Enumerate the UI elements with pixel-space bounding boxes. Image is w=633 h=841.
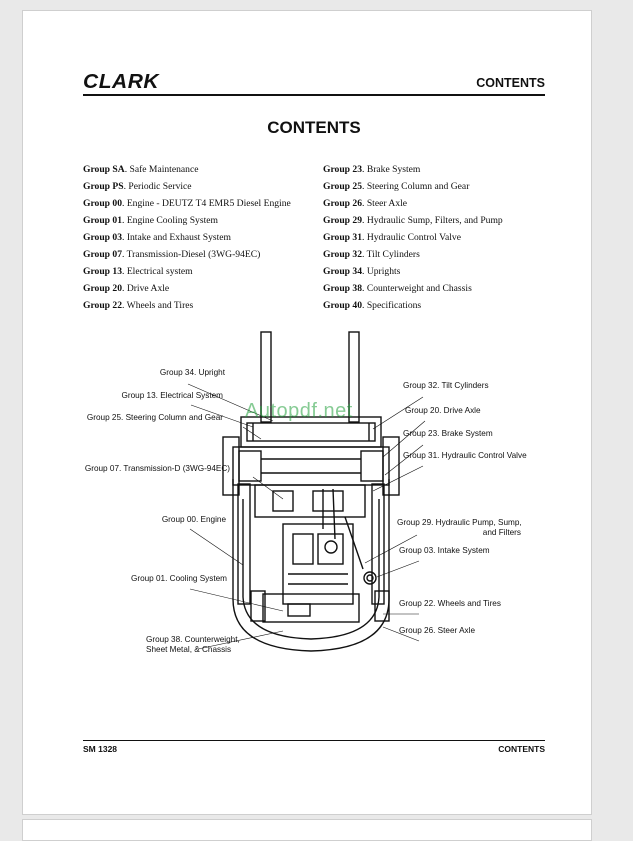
manual-page: CLARK CONTENTS CONTENTS Group SA. Safe M… bbox=[22, 10, 592, 815]
toc-item[interactable]: Group SA. Safe Maintenance bbox=[83, 164, 199, 175]
forklift-diagram bbox=[83, 329, 563, 669]
next-page-edge bbox=[22, 819, 592, 841]
toc-item[interactable]: Group 07. Transmission-Diesel (3WG-94EC) bbox=[83, 249, 261, 260]
label-counterweight-line2: Sheet Metal, & Chassis bbox=[146, 645, 232, 654]
label-brake-system: Group 23. Brake System bbox=[403, 429, 493, 438]
toc-right-column: Group 23. Brake System Group 25. Steerin… bbox=[323, 161, 553, 314]
label-upright: Group 34. Upright bbox=[159, 368, 225, 377]
transmission bbox=[254, 484, 366, 518]
label-transmission: Group 07. Transmission-D (3WG-94EC) bbox=[84, 464, 230, 473]
toc-item[interactable]: Group PS. Periodic Service bbox=[83, 181, 192, 192]
right-fork bbox=[348, 331, 360, 423]
rear-left-wheel bbox=[250, 590, 266, 622]
toc-item[interactable]: Group 03. Intake and Exhaust System bbox=[83, 232, 231, 243]
toc-item[interactable]: Group 26. Steer Axle bbox=[323, 198, 408, 209]
watermark: Autopdf.net bbox=[245, 400, 353, 422]
rear-right-wheel bbox=[374, 590, 390, 622]
toc-item[interactable]: Group 23. Brake System bbox=[323, 164, 421, 175]
label-tilt-cylinders: Group 32. Tilt Cylinders bbox=[403, 381, 489, 390]
footer-manual-number: SM 1328 bbox=[83, 744, 118, 754]
header-section-title: CONTENTS bbox=[476, 76, 545, 90]
clark-logo: CLARK bbox=[83, 71, 160, 93]
toc-item[interactable]: Group 31. Hydraulic Control Valve bbox=[323, 232, 461, 243]
engine bbox=[282, 523, 354, 605]
label-engine: Group 00. Engine bbox=[161, 515, 226, 524]
counterweight bbox=[262, 593, 360, 623]
left-fork bbox=[260, 331, 272, 423]
label-cooling-system: Group 01. Cooling System bbox=[130, 574, 227, 583]
label-intake-system: Group 03. Intake System bbox=[399, 546, 490, 555]
label-hydraulic-pump-line1: Group 29. Hydraulic Pump, Sump, bbox=[397, 518, 522, 527]
label-wheels-tires: Group 22. Wheels and Tires bbox=[399, 599, 501, 608]
front-left-wheel bbox=[222, 436, 240, 496]
toc-item[interactable]: Group 20. Drive Axle bbox=[83, 283, 170, 294]
toc-item[interactable]: Group 38. Counterweight and Chassis bbox=[323, 283, 472, 294]
toc-item[interactable]: Group 01. Engine Cooling System bbox=[83, 215, 218, 226]
toc-item[interactable]: Group 40. Specifications bbox=[323, 300, 422, 311]
toc-item[interactable]: Group 00. Engine - DEUTZ T4 EMR5 Diesel … bbox=[83, 198, 291, 209]
label-steer-axle: Group 26. Steer Axle bbox=[399, 626, 476, 635]
forklift-top-view-drawing bbox=[187, 331, 426, 652]
toc-item[interactable]: Group 25. Steering Column and Gear bbox=[323, 181, 470, 192]
label-hydraulic-pump-line2: and Filters bbox=[482, 528, 521, 537]
toc-item[interactable]: Group 13. Electrical system bbox=[83, 266, 193, 277]
page-title: CONTENTS bbox=[267, 118, 361, 137]
toc-item[interactable]: Group 22. Wheels and Tires bbox=[83, 300, 194, 311]
front-right-wheel bbox=[382, 436, 400, 496]
label-counterweight-line1: Group 38. Counterweight, bbox=[146, 635, 240, 644]
label-drive-axle: Group 20. Drive Axle bbox=[405, 406, 481, 415]
label-hydraulic-pump: Group 29. Hydraulic Pump, Sump, and Filt… bbox=[397, 518, 522, 538]
toc-left-column: Group SA. Safe Maintenance Group PS. Per… bbox=[83, 161, 318, 314]
footer-rule bbox=[83, 740, 545, 741]
leader-lines bbox=[187, 383, 426, 650]
toc-item[interactable]: Group 32. Tilt Cylinders bbox=[323, 249, 420, 260]
label-electrical-system: Group 13. Electrical System bbox=[121, 391, 223, 400]
label-counterweight: Group 38. Counterweight, Sheet Metal, & … bbox=[146, 635, 240, 655]
toc-item[interactable]: Group 34. Uprights bbox=[323, 266, 401, 277]
label-steering: Group 25. Steering Column and Gear bbox=[86, 413, 223, 422]
toc-item[interactable]: Group 29. Hydraulic Sump, Filters, and P… bbox=[323, 215, 503, 226]
air-cleaner bbox=[363, 571, 377, 585]
header-rule bbox=[83, 94, 545, 96]
footer-section: CONTENTS bbox=[498, 744, 545, 754]
label-control-valve: Group 31. Hydraulic Control Valve bbox=[403, 451, 527, 460]
